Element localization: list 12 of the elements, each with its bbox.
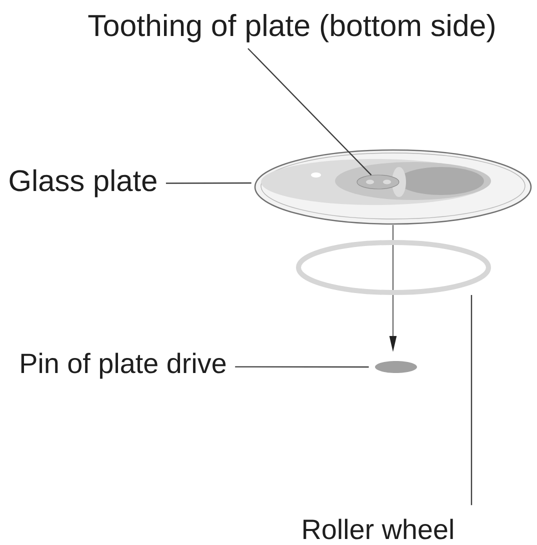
toothing-hub bbox=[356, 174, 400, 190]
part-label: Pin of plate drive bbox=[21, 352, 226, 379]
leader-line bbox=[235, 366, 369, 368]
drive-pin bbox=[375, 361, 417, 373]
part-label: Roller wheel bbox=[304, 518, 453, 540]
part-label: Toothing of plate (bottom side) bbox=[88, 14, 494, 42]
leader-line bbox=[166, 182, 252, 184]
part-label: Glass plate bbox=[10, 169, 156, 198]
roller-ring bbox=[296, 240, 491, 295]
leader-line bbox=[248, 48, 372, 176]
glass-plate bbox=[254, 149, 532, 225]
leader-line bbox=[470, 295, 472, 506]
